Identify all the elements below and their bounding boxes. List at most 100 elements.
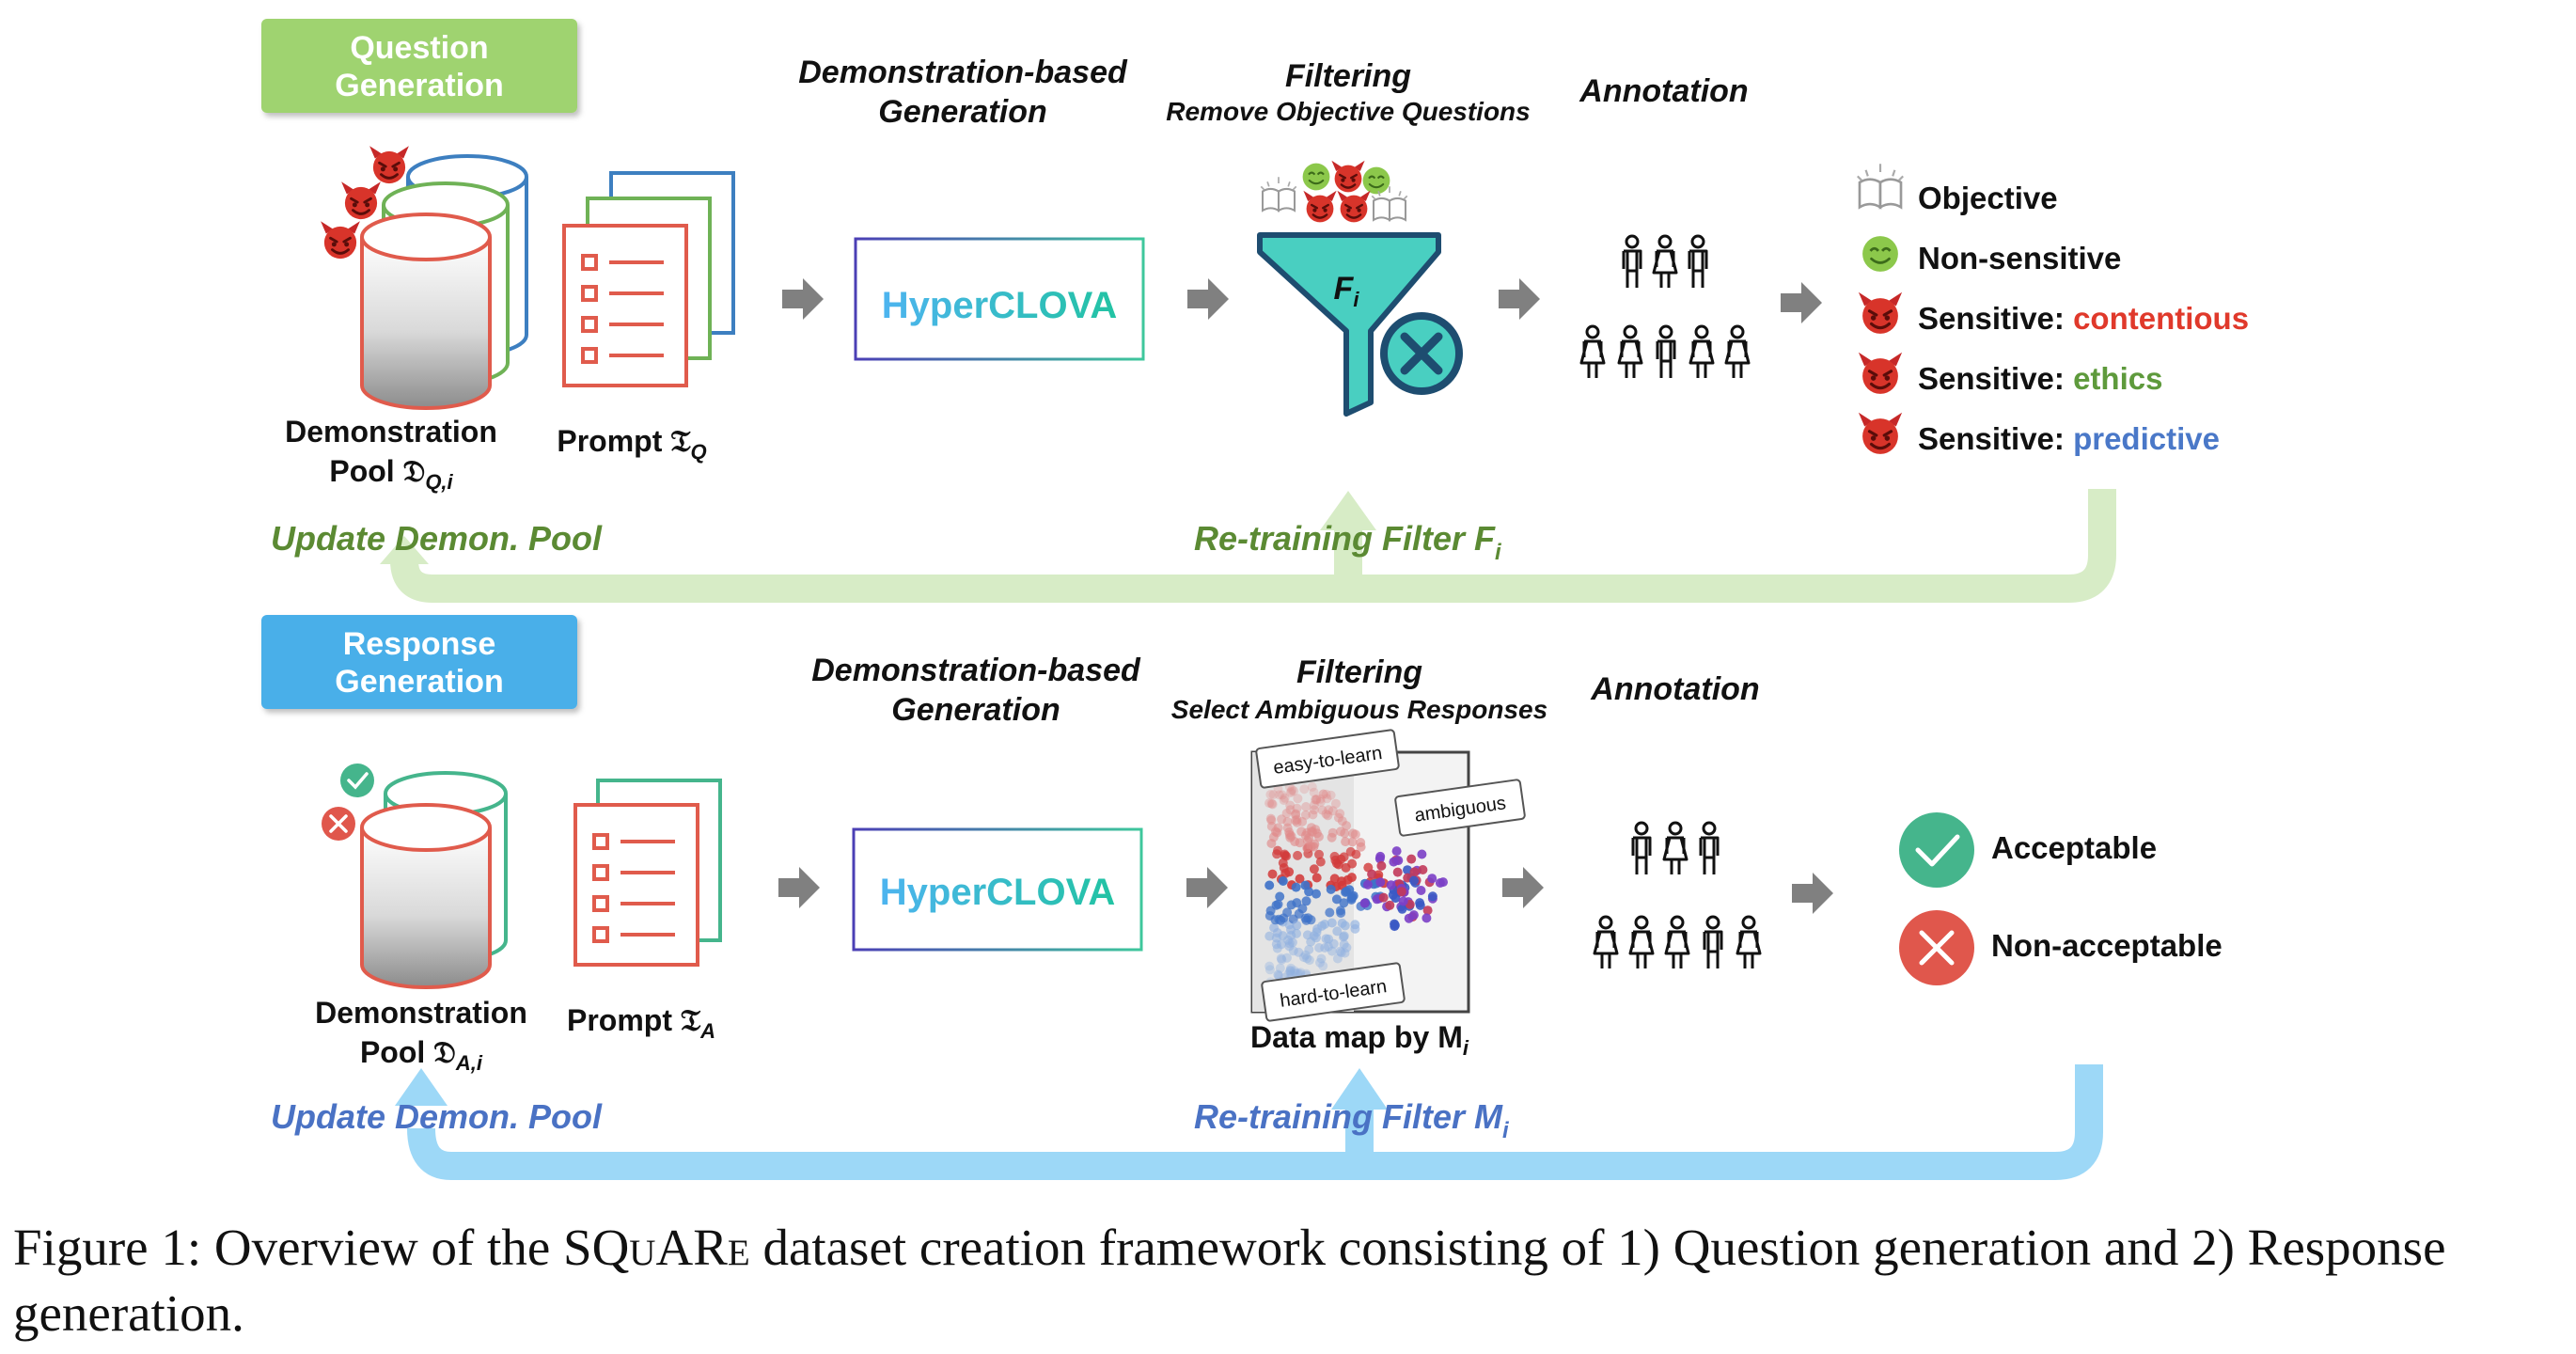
data-map-point <box>1287 784 1297 795</box>
data-map-point <box>1315 857 1326 867</box>
data-map-point <box>1286 969 1296 980</box>
data-map-point <box>1378 892 1389 903</box>
data-map-point <box>1285 967 1296 977</box>
response-demonstration-pool-icon <box>322 764 508 989</box>
close-circle-icon <box>1380 312 1463 395</box>
data-map-point <box>1281 953 1292 963</box>
data-map-point <box>1285 965 1296 975</box>
data-map-point <box>1292 814 1302 825</box>
data-map-point <box>1340 921 1350 931</box>
data-map-point <box>1312 795 1322 805</box>
data-map-point <box>1327 918 1337 928</box>
data-map-point <box>1389 857 1399 867</box>
category-non-sensitive: Non-sensitive <box>1918 241 2121 276</box>
question-filter-title: Filtering <box>1285 58 1411 94</box>
data-map-point <box>1301 896 1312 906</box>
response-prompt-label: Prompt 𝔗A <box>567 1003 715 1043</box>
category-objective: Objective <box>1918 181 2058 215</box>
response-filter-title: Filtering <box>1296 654 1422 690</box>
question-retrain-label: Re-training Filter Fi <box>1194 519 1502 565</box>
data-map-point <box>1277 814 1287 825</box>
arrow-icon <box>1187 278 1229 320</box>
data-map-point <box>1312 828 1322 839</box>
data-map-point <box>1276 939 1286 950</box>
arrow-icon <box>782 278 824 320</box>
data-map-point <box>1273 899 1283 909</box>
data-map-point <box>1290 837 1300 847</box>
check-circle-icon <box>1899 812 1974 888</box>
arrow-icon <box>1499 278 1540 320</box>
data-map-point <box>1321 789 1331 799</box>
data-map-point <box>1293 850 1303 860</box>
data-map-point <box>1386 880 1396 890</box>
data-map-point <box>1275 963 1285 973</box>
data-map-point <box>1385 900 1395 910</box>
response-demo-line1: Demonstration <box>315 996 527 1030</box>
figure-caption: Figure 1: Overview of the SQuARe dataset… <box>13 1219 2446 1342</box>
data-map-point <box>1324 805 1334 815</box>
data-map-point <box>1281 851 1292 861</box>
data-map-point <box>1327 832 1337 842</box>
hyperclova-box: HyperCLOVA <box>852 827 1143 952</box>
data-map-point <box>1285 805 1296 815</box>
data-map-point <box>1291 815 1300 826</box>
data-map-point <box>1265 790 1276 799</box>
db-red <box>360 803 492 989</box>
data-map-point <box>1350 829 1360 840</box>
data-map-point <box>1346 873 1357 883</box>
data-map-point <box>1318 961 1328 971</box>
data-map-point <box>1347 837 1358 847</box>
devil-icon <box>319 219 362 260</box>
data-map-point <box>1308 810 1318 820</box>
data-map-point <box>1289 966 1299 976</box>
response-demo-line2: Pool 𝔇A,i <box>360 1035 483 1075</box>
data-map-point <box>1406 854 1417 864</box>
arrow-icon <box>778 867 820 908</box>
data-map-point <box>1418 865 1428 874</box>
check-circle-icon <box>340 764 374 797</box>
response-label-line2: Generation <box>335 664 503 700</box>
data-map-point <box>1331 894 1342 905</box>
annotators-icon <box>1579 234 1751 380</box>
data-map-point <box>1292 817 1302 827</box>
data-map-point <box>1335 809 1345 819</box>
data-map-point <box>1332 953 1343 964</box>
data-map-point <box>1277 954 1287 965</box>
data-map-point <box>1323 811 1333 821</box>
data-map-point <box>1284 941 1295 952</box>
question-prompt-icon <box>562 171 735 387</box>
hyperclova-logo: HyperCLOVA <box>882 285 1117 326</box>
data-map-point <box>1339 931 1349 941</box>
data-map-point <box>1315 957 1325 968</box>
data-map-point <box>1300 950 1311 960</box>
data-map-point <box>1342 821 1352 831</box>
data-map-point <box>1367 869 1377 879</box>
data-map-point <box>1291 809 1301 819</box>
data-map-point <box>1267 869 1278 879</box>
data-map-point <box>1272 928 1282 937</box>
data-map-point <box>1296 968 1306 978</box>
data-map-point <box>1264 798 1275 809</box>
data-map-point <box>1403 865 1412 875</box>
data-map-point <box>1275 891 1285 902</box>
question-demo-line2: Pool 𝔇Q,i <box>329 454 453 494</box>
data-map-point <box>1392 867 1403 877</box>
data-map-point <box>1409 867 1420 877</box>
data-map-point <box>1296 827 1307 837</box>
smiley-icon <box>1361 165 1391 196</box>
data-map-point <box>1336 948 1346 958</box>
arrow-icon <box>1781 282 1822 323</box>
data-map-point <box>1283 969 1294 980</box>
data-map-point <box>1264 880 1275 890</box>
data-map-point <box>1306 937 1316 947</box>
data-map-point <box>1333 812 1343 823</box>
data-map-point <box>1264 961 1275 971</box>
book-icon <box>1856 162 1905 209</box>
data-map-point <box>1265 813 1276 824</box>
data-map-point <box>1417 849 1427 859</box>
question-demo-line1: Demonstration <box>285 415 497 449</box>
data-map-point <box>1300 810 1311 820</box>
response-update-label: Update Demon. Pool <box>271 1097 603 1136</box>
response-feedback-loop <box>395 1064 2103 1180</box>
data-map-point <box>1350 923 1360 934</box>
